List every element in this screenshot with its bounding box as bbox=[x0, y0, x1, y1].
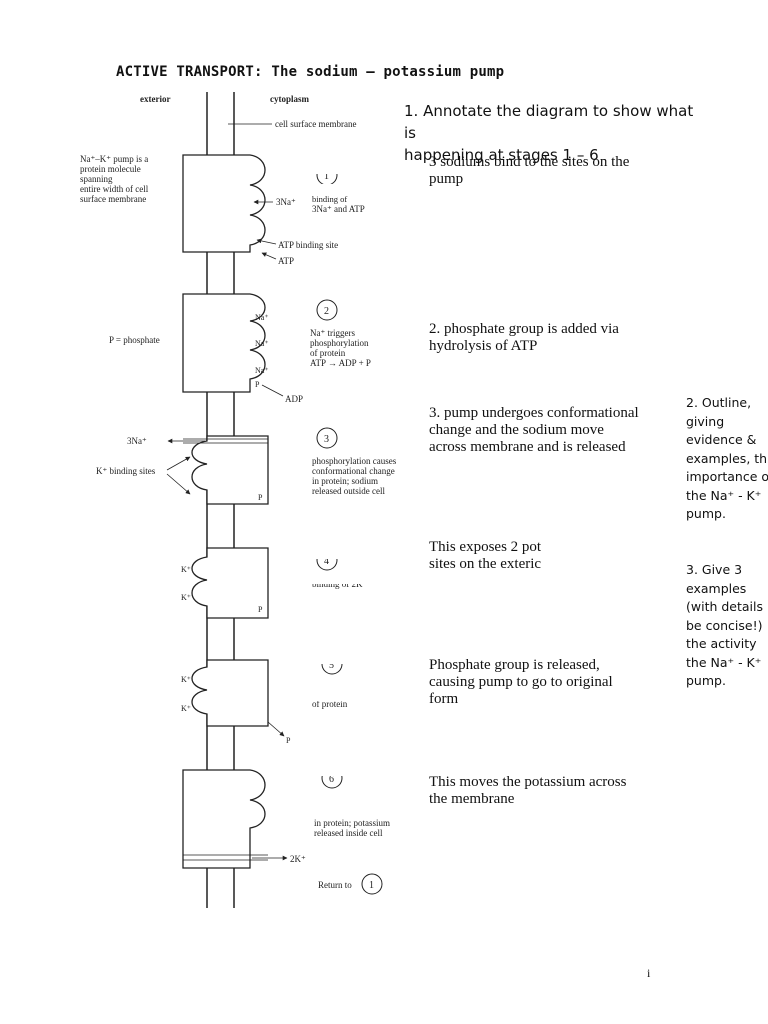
svg-text:P: P bbox=[255, 380, 260, 389]
svg-text:P: P bbox=[258, 605, 263, 614]
svg-text:of protein: of protein bbox=[312, 699, 348, 709]
question-2: 2. Outline, giving evidence & examples, … bbox=[686, 395, 768, 521]
cytoplasm-label: cytoplasm bbox=[270, 94, 310, 104]
svg-text:ATP binding site: ATP binding site bbox=[278, 240, 338, 250]
svg-text:4: 4 bbox=[324, 556, 329, 567]
svg-text:Na⁺–K⁺ pump is a: Na⁺–K⁺ pump is a bbox=[80, 154, 148, 164]
stage-1: 1 3Na⁺ binding of 3Na⁺ and ATP ATP bindi… bbox=[182, 154, 365, 266]
svg-text:ATP → ADP + P: ATP → ADP + P bbox=[310, 358, 371, 368]
svg-text:conformational change: conformational change bbox=[312, 466, 395, 476]
svg-text:3: 3 bbox=[324, 434, 329, 445]
annotation-stage-4: This exposes 2 pot sites on the exteric bbox=[429, 539, 542, 572]
svg-text:surface membrane: surface membrane bbox=[80, 194, 146, 204]
svg-text:K⁺: K⁺ bbox=[181, 565, 191, 574]
svg-text:3Na⁺: 3Na⁺ bbox=[276, 197, 296, 207]
question-1-line-1: 1. Annotate the diagram to show what is bbox=[404, 102, 694, 142]
stage-5: K⁺ K⁺ P 5 of protein bbox=[181, 653, 348, 745]
svg-text:phosphorylation: phosphorylation bbox=[310, 338, 369, 348]
return-to-1-circle bbox=[361, 873, 383, 895]
exterior-label: exterior bbox=[140, 94, 170, 104]
svg-text:Return to: Return to bbox=[318, 880, 352, 890]
pump-protein-2 bbox=[182, 293, 266, 393]
svg-text:6: 6 bbox=[329, 774, 334, 785]
svg-text:K⁺: K⁺ bbox=[181, 593, 191, 602]
svg-text:Na⁺ triggers: Na⁺ triggers bbox=[310, 328, 355, 338]
svg-text:binding of: binding of bbox=[312, 194, 347, 204]
svg-text:released outside cell: released outside cell bbox=[312, 486, 385, 496]
pump-protein-6 bbox=[182, 769, 266, 869]
svg-text:phosphorylation causes: phosphorylation causes bbox=[312, 456, 397, 466]
stage-number-2 bbox=[316, 299, 338, 321]
pump-protein-1 bbox=[182, 154, 266, 253]
svg-text:in protein; sodium: in protein; sodium bbox=[312, 476, 378, 486]
annotation-stage-5: Phosphate group is released, causing pum… bbox=[429, 657, 613, 707]
svg-text:binding of 2K: binding of 2K bbox=[312, 579, 363, 589]
svg-text:5: 5 bbox=[329, 660, 334, 671]
svg-text:1: 1 bbox=[369, 880, 374, 891]
svg-text:2: 2 bbox=[324, 306, 329, 317]
svg-text:3Na⁺ and ATP: 3Na⁺ and ATP bbox=[312, 204, 365, 214]
svg-text:spanning: spanning bbox=[80, 174, 113, 184]
svg-text:protein molecule: protein molecule bbox=[80, 164, 141, 174]
question-1: 1. Annotate the diagram to show what is … bbox=[404, 100, 704, 166]
svg-text:released inside cell: released inside cell bbox=[314, 828, 383, 838]
svg-text:entire width of cell: entire width of cell bbox=[80, 184, 149, 194]
svg-text:Na⁺: Na⁺ bbox=[255, 366, 269, 375]
svg-text:P = phosphate: P = phosphate bbox=[109, 335, 160, 345]
svg-text:of protein: of protein bbox=[310, 348, 346, 358]
stage-6: 2K⁺ 6 in protein; potassium released ins… bbox=[182, 767, 390, 895]
membrane-label: cell surface membrane bbox=[275, 119, 356, 129]
stage-number-3 bbox=[316, 427, 338, 449]
svg-text:2K⁺: 2K⁺ bbox=[290, 854, 306, 864]
svg-text:P: P bbox=[286, 736, 291, 745]
svg-text:K⁺: K⁺ bbox=[181, 675, 191, 684]
svg-text:P: P bbox=[258, 493, 263, 502]
svg-text:K⁺: K⁺ bbox=[181, 704, 191, 713]
svg-text:Na⁺: Na⁺ bbox=[255, 339, 269, 348]
annotation-stage-2: 2. phosphate group is added via hydrolys… bbox=[429, 321, 619, 354]
annotation-stage-6: This moves the potassium across the memb… bbox=[429, 774, 627, 807]
annotation-stage-1: 3 sodiums bind to the sites on the pump bbox=[429, 154, 630, 187]
svg-text:in protein; potassium: in protein; potassium bbox=[314, 818, 390, 828]
stage-3: 3Na⁺ K⁺ binding sites P 3 phosphorylatio… bbox=[96, 427, 397, 505]
svg-text:ATP: ATP bbox=[278, 256, 294, 266]
pump-protein-4 bbox=[191, 547, 269, 619]
page-number: i bbox=[647, 966, 651, 980]
svg-text:Na⁺: Na⁺ bbox=[255, 313, 269, 322]
svg-text:ADP: ADP bbox=[285, 394, 303, 404]
stage-2: P = phosphate Na⁺ Na⁺ Na⁺ P ADP 2 Na⁺ tr… bbox=[109, 293, 371, 404]
svg-text:3Na⁺: 3Na⁺ bbox=[127, 436, 147, 446]
svg-text:1: 1 bbox=[324, 171, 329, 182]
page-title: ACTIVE TRANSPORT: The sodium – potassium… bbox=[116, 64, 505, 80]
annotation-stage-3: 3. pump undergoes conformational change … bbox=[429, 405, 639, 455]
pump-protein-5 bbox=[191, 659, 269, 727]
question-1-line-2: happening at stages 1 – 6 bbox=[404, 146, 599, 164]
pump-description: Na⁺–K⁺ pump is a protein molecule spanni… bbox=[80, 154, 149, 204]
svg-text:K⁺ binding sites: K⁺ binding sites bbox=[96, 466, 156, 476]
pump-protein-3 bbox=[191, 435, 269, 505]
question-3: 3. Give 3 examples (with details be conc… bbox=[686, 562, 764, 688]
